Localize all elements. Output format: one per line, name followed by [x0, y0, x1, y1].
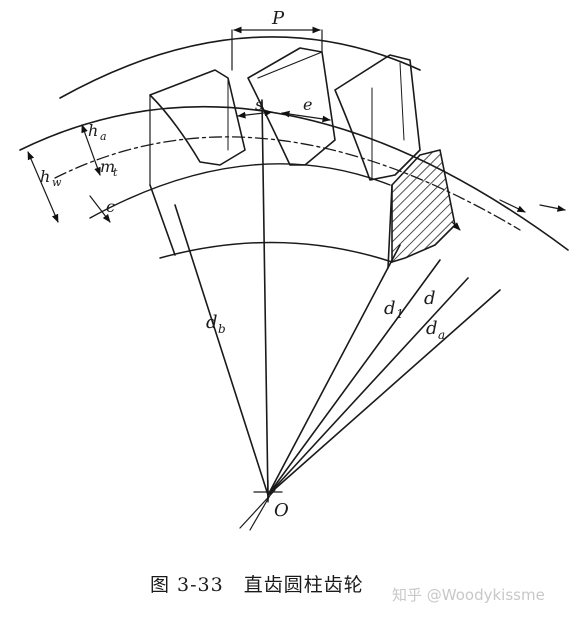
pitch-label: P — [271, 8, 285, 29]
tooth-thickness-label: s — [255, 95, 263, 114]
whole-depth-dimension — [27, 151, 59, 223]
svg-text:1: 1 — [396, 307, 404, 321]
tooth-thickness-dimension — [237, 109, 273, 119]
svg-text:m: m — [100, 157, 115, 176]
svg-text:d: d — [384, 298, 396, 319]
svg-text:b: b — [218, 322, 226, 336]
module-label: m t — [100, 157, 118, 179]
figure-title: 直齿圆柱齿轮 — [243, 574, 364, 596]
svg-text:w: w — [52, 176, 62, 189]
tooth-left — [149, 69, 246, 166]
tip-diameter-dimension — [539, 204, 566, 212]
center-label: O — [274, 500, 289, 521]
clearance-label: c — [106, 197, 115, 216]
pitch-diameter-label: d — [424, 288, 436, 309]
svg-text:d: d — [206, 312, 218, 333]
tooth-section-hatched — [391, 149, 456, 263]
addendum-dimension — [81, 124, 101, 176]
watermark: 知乎 @Woodykissme — [392, 586, 545, 604]
tooth-right — [334, 54, 421, 181]
tooth-middle — [247, 47, 336, 166]
space-width-label: e — [303, 95, 312, 114]
whole-depth-label: h w — [40, 167, 62, 189]
figure-caption: 图 3-33 直齿圆柱齿轮 — [150, 570, 364, 597]
svg-text:t: t — [113, 166, 118, 179]
base-circle-arc — [159, 241, 393, 263]
svg-text:h: h — [40, 167, 50, 186]
svg-text:d: d — [426, 318, 438, 339]
base-diameter-label: d b — [206, 312, 226, 336]
figure-number: 图 3-33 — [150, 574, 224, 596]
outer-arc — [59, 36, 421, 99]
svg-text:a: a — [438, 328, 445, 342]
pitch-circle-arc — [54, 136, 521, 231]
svg-text:a: a — [100, 130, 107, 143]
tip-diameter-label: d a — [426, 318, 445, 342]
space-width-dimension — [281, 110, 331, 123]
clearance-dimension — [89, 195, 111, 223]
svg-text:h: h — [88, 121, 98, 140]
centerline — [261, 99, 269, 501]
addendum-label: h a — [88, 121, 107, 143]
root-circle-arc — [89, 163, 391, 219]
gear-diagram: P s e h a m t h w c d b d 1 d d a O — [19, 8, 569, 531]
gear-body-left — [149, 184, 176, 256]
root-diameter-label: d 1 — [384, 298, 404, 321]
tip-circle-arc — [19, 105, 569, 251]
